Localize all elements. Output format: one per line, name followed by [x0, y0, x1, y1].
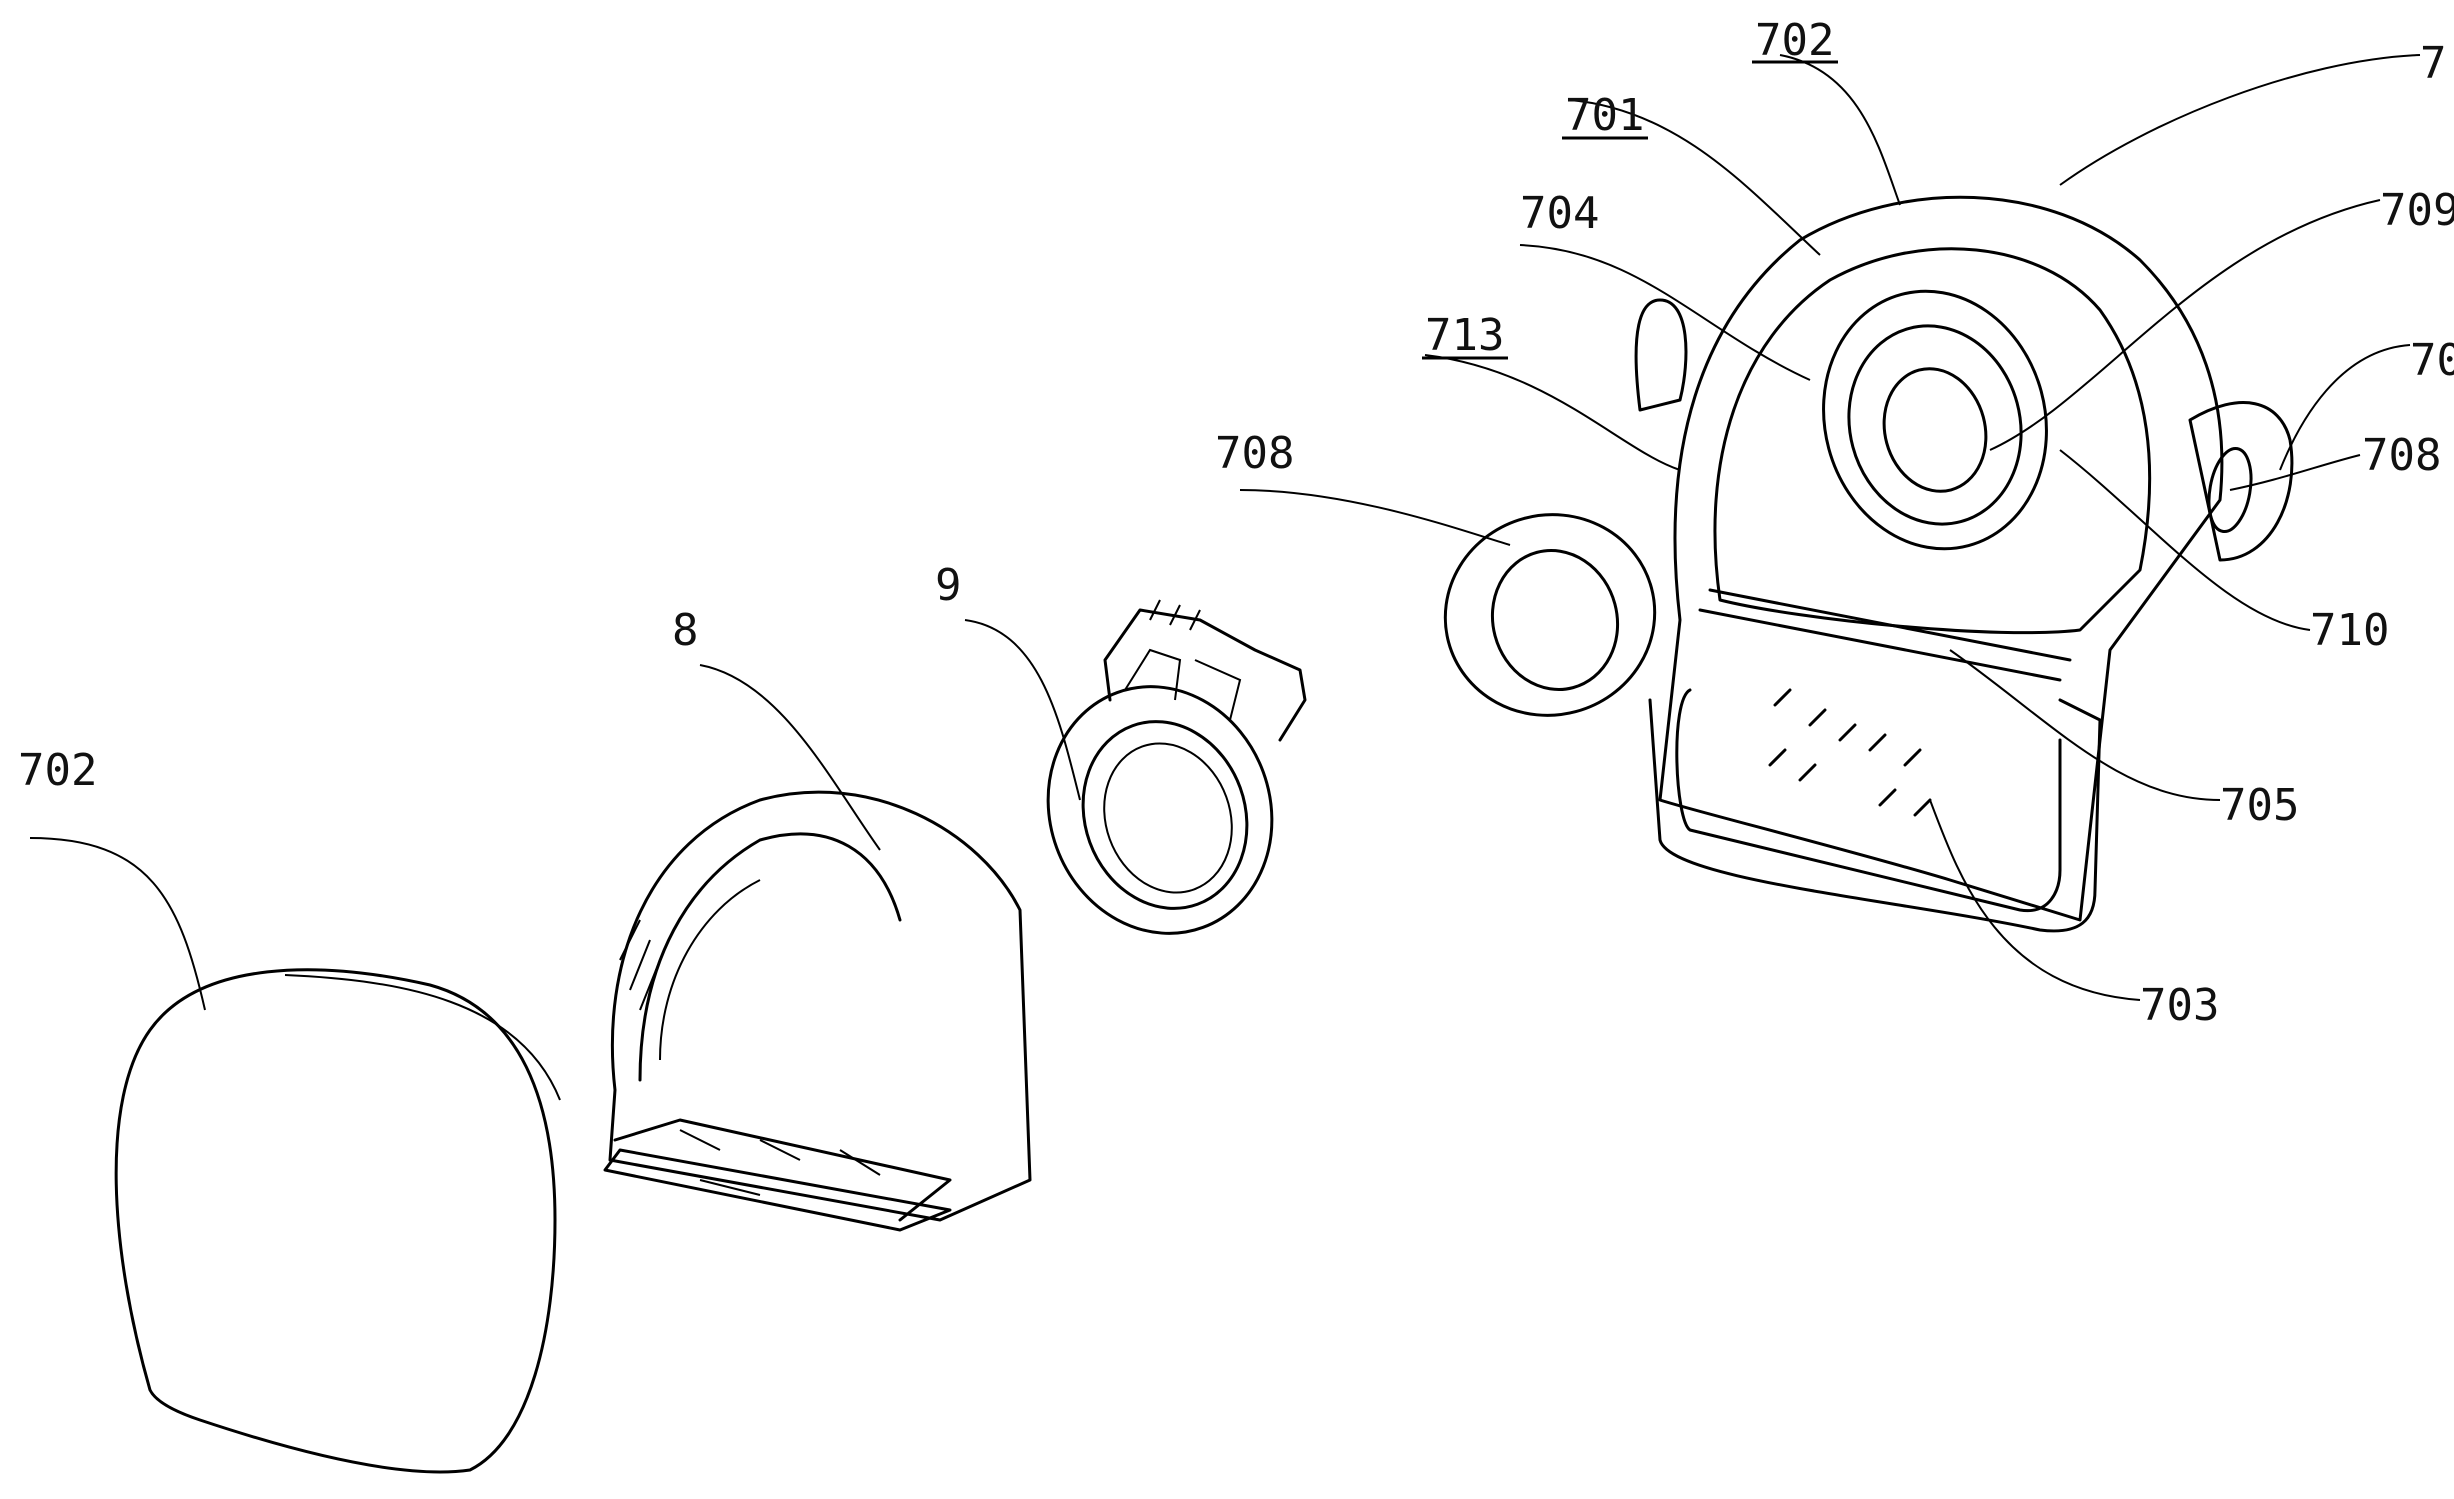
- label-708-right: 708: [2362, 430, 2441, 481]
- leader-701: [1569, 99, 1821, 256]
- leader-7: [2059, 54, 2421, 186]
- label-703: 703: [2140, 980, 2219, 1031]
- label-9: 9: [935, 560, 962, 611]
- label-704: 704: [1520, 188, 1599, 239]
- cover-702: [114, 968, 561, 1474]
- seal-ring-708: [1443, 513, 1657, 717]
- connector-pins-703: [1768, 688, 1932, 817]
- label-701: 701: [1565, 90, 1644, 141]
- label-702-top: 702: [1755, 15, 1834, 66]
- label-710: 710: [2310, 605, 2389, 656]
- leader-704: [1519, 244, 1811, 381]
- leader-702-top: [1779, 54, 1901, 206]
- label-709: 709: [2380, 185, 2454, 236]
- leader-702-left: [29, 837, 206, 1011]
- leader-703: [1929, 799, 2141, 1001]
- leader-710: [2059, 449, 2311, 631]
- label-702-left: 702: [18, 745, 97, 796]
- leader-8: [699, 664, 881, 851]
- housing-7: [1634, 195, 2294, 933]
- leader-708-right: [2229, 454, 2361, 491]
- label-713: 713: [1425, 310, 1504, 361]
- leader-708-left: [1239, 489, 1511, 546]
- label-8: 8: [672, 605, 699, 656]
- leader-713: [1424, 354, 1681, 471]
- leader-9: [964, 619, 1081, 801]
- leader-707: [2279, 344, 2411, 471]
- leader-lines: [29, 54, 2421, 1011]
- reference-labels: 702 7 701 704 709 713 707 708 708 710 9 …: [18, 15, 2454, 1031]
- flex-circuit-8: [603, 790, 1032, 1232]
- leader-705: [1949, 649, 2221, 801]
- leader-709: [1989, 199, 2381, 451]
- label-7: 7: [2420, 38, 2447, 89]
- label-707: 707: [2410, 335, 2454, 386]
- label-705: 705: [2220, 780, 2299, 831]
- sensor-ring-9: [1046, 599, 1307, 935]
- label-708-left: 708: [1215, 428, 1294, 479]
